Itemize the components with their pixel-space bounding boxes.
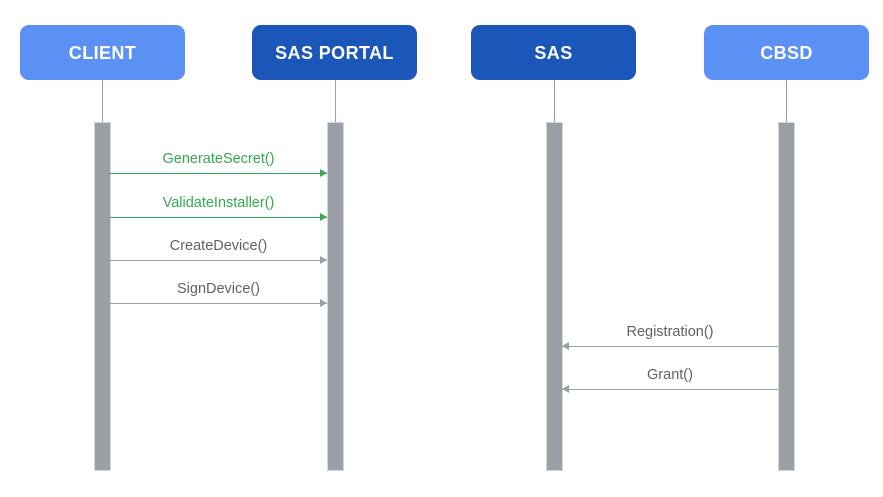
message-label-generate-secret: GenerateSecret() xyxy=(162,150,275,167)
arrowhead-right-icon xyxy=(320,256,327,264)
message-label-grant: Grant() xyxy=(647,366,693,383)
participant-label-client: CLIENT xyxy=(68,42,137,63)
arrowhead-left-icon xyxy=(562,385,569,393)
lifeline-sas xyxy=(554,80,555,122)
message-line-grant xyxy=(562,389,778,390)
message-label-validate-installer: ValidateInstaller() xyxy=(162,194,275,211)
activation-bar-client xyxy=(94,122,111,471)
arrowhead-right-icon xyxy=(320,213,327,221)
participant-box-client[interactable]: CLIENT xyxy=(20,25,185,80)
message-line-sign-device xyxy=(110,303,327,304)
lifeline-sas-portal xyxy=(335,80,336,122)
participant-box-sas[interactable]: SAS xyxy=(471,25,636,80)
participant-box-sas-portal[interactable]: SAS PORTAL xyxy=(252,25,417,80)
arrowhead-right-icon xyxy=(320,299,327,307)
message-label-create-device: CreateDevice() xyxy=(169,237,268,254)
activation-bar-cbsd xyxy=(778,122,795,471)
message-label-registration: Registration() xyxy=(626,323,714,340)
lifeline-cbsd xyxy=(786,80,787,122)
participant-label-sas-portal: SAS PORTAL xyxy=(275,42,394,63)
activation-bar-sas xyxy=(546,122,563,471)
message-label-sign-device: SignDevice() xyxy=(177,280,260,297)
participant-label-cbsd: CBSD xyxy=(760,42,813,63)
message-line-create-device xyxy=(110,260,327,261)
activation-bar-sas-portal xyxy=(327,122,344,471)
message-line-generate-secret xyxy=(110,173,327,174)
participant-label-sas: SAS xyxy=(534,42,573,63)
message-line-registration xyxy=(562,346,778,347)
participant-box-cbsd[interactable]: CBSD xyxy=(704,25,869,80)
arrowhead-right-icon xyxy=(320,169,327,177)
message-line-validate-installer xyxy=(110,217,327,218)
arrowhead-left-icon xyxy=(562,342,569,350)
lifeline-client xyxy=(102,80,103,122)
